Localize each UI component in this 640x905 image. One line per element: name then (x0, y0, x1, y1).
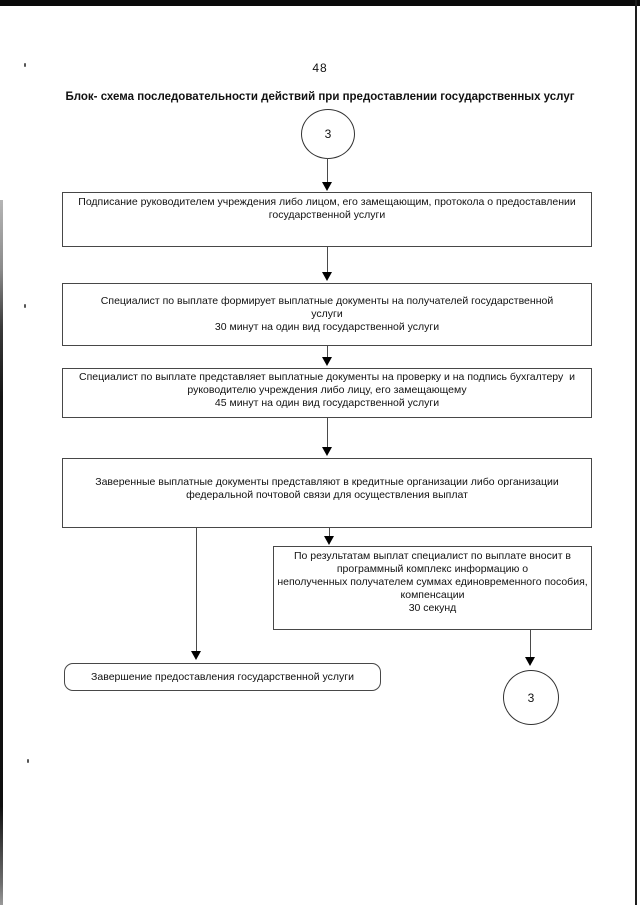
process-box-duration: 30 минут на один вид государственной усл… (214, 321, 440, 333)
process-box-text: компенсации (400, 589, 465, 601)
terminal-box-text: Завершение предоставления государственно… (91, 671, 354, 683)
scan-edge-right (635, 0, 637, 905)
arrow-line-step4-to-terminal (196, 528, 197, 651)
arrow-line-step1-to-step2 (327, 247, 328, 272)
process-box-text: Специалист по выплате формирует выплатны… (100, 295, 554, 307)
process-box-send-to-organizations: Заверенные выплатные документы представл… (62, 458, 592, 528)
process-box-submit-for-check: Специалист по выплате представляет выпла… (62, 368, 592, 418)
process-box-text: федеральной почтовой связи для осуществл… (186, 489, 468, 501)
page-title: Блок- схема последовательности действий … (65, 91, 575, 103)
process-box-enter-unreceived-sums: По результатам выплат специалист по выпл… (273, 546, 592, 630)
arrowhead-down-icon (322, 447, 332, 456)
arrow-line-start-to-step1 (327, 158, 328, 183)
process-box-text: Заверенные выплатные документы представл… (95, 476, 559, 488)
arrowhead-down-icon (191, 651, 201, 660)
terminal-box-service-completion: Завершение предоставления государственно… (64, 663, 381, 691)
scan-speck (24, 304, 26, 308)
connector-label: 3 (527, 690, 535, 705)
scan-edge-top (0, 0, 640, 6)
arrow-line-step4-to-step5 (329, 528, 330, 536)
arrowhead-down-icon (324, 536, 334, 545)
scan-speck (24, 63, 26, 67)
arrow-line-step3-to-step4 (327, 418, 328, 447)
page-number: 48 (312, 61, 328, 75)
arrowhead-down-icon (322, 272, 332, 281)
connector-circle-top: 3 (301, 109, 355, 159)
process-box-text: руководителю учреждения либо лицу, его з… (187, 384, 467, 396)
process-box-form-payment-documents: Специалист по выплате формирует выплатны… (62, 283, 592, 346)
process-box-text: Подписание руководителем учреждения либо… (78, 196, 576, 208)
process-box-text: услуги (311, 308, 343, 320)
process-box-sign-protocol: Подписание руководителем учреждения либо… (62, 192, 592, 247)
process-box-duration: 45 минут на один вид государственной усл… (214, 397, 440, 409)
connector-circle-bottom: 3 (503, 670, 559, 725)
arrowhead-down-icon (322, 357, 332, 366)
process-box-text: программный комплекс информацию о (336, 563, 529, 575)
scan-speck (27, 759, 29, 763)
scan-edge-left (0, 200, 3, 905)
arrow-line-step2-to-step3 (327, 346, 328, 357)
process-box-text: государственной услуги (268, 209, 386, 221)
process-box-text: неполученных получателем суммах единовре… (277, 576, 588, 588)
process-box-text: По результатам выплат специалист по выпл… (293, 550, 572, 562)
process-box-duration: 30 секунд (408, 602, 457, 614)
connector-label: 3 (324, 127, 332, 141)
arrowhead-down-icon (322, 182, 332, 191)
arrow-line-step5-to-end (530, 630, 531, 657)
process-box-text: Специалист по выплате представляет выпла… (79, 371, 575, 383)
arrowhead-down-icon (525, 657, 535, 666)
